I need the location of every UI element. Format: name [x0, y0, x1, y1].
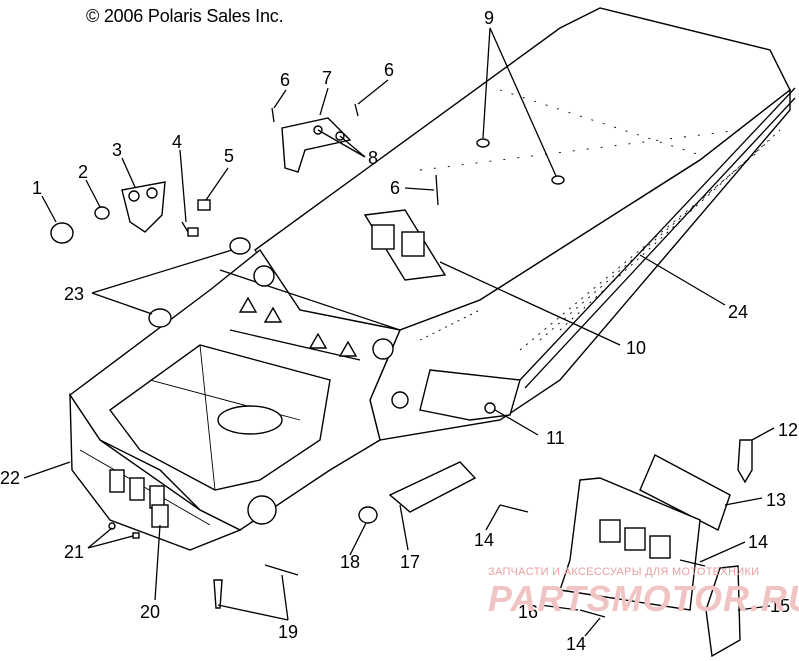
callout-13: 13 [766, 490, 786, 510]
callout-21: 21 [64, 542, 84, 562]
callout-22: 22 [0, 468, 20, 488]
callout-5: 5 [224, 146, 234, 166]
part-13-plate [639, 454, 731, 531]
callout-3: 3 [112, 140, 122, 160]
parts-upper-left [50, 103, 439, 328]
callout-6a: 6 [280, 70, 290, 90]
part-15-panel [705, 565, 741, 658]
part-20-latch [151, 504, 169, 528]
watermark-tagline: ЗАПЧАСТИ И АКСЕССУАРЫ ДЛЯ МОТОТЕХНИКИ [488, 566, 760, 578]
callout-23: 23 [64, 284, 84, 304]
part-21-rivet-a [108, 522, 116, 530]
callout-7: 7 [322, 68, 332, 88]
part-7-bracket [281, 117, 352, 173]
callout-11: 11 [546, 428, 565, 448]
callout-labels: 1 2 3 4 5 6 7 6 8 9 6 23 24 10 11 12 22 … [0, 8, 798, 654]
part-21-rivet-b [132, 532, 140, 539]
parts-lower-right [108, 439, 753, 658]
callout-4: 4 [172, 132, 182, 152]
callout-18: 18 [340, 552, 360, 572]
callout-14b: 14 [748, 532, 768, 552]
callout-14c: 14 [566, 634, 586, 654]
callout-8: 8 [368, 148, 378, 168]
tunnel-assembly [69, 7, 796, 551]
part-18-plug [358, 506, 378, 524]
part-12-pin [737, 439, 753, 484]
part-23-plug-a [229, 237, 251, 255]
callout-24: 24 [728, 302, 748, 322]
part-19-pin [213, 579, 223, 609]
callout-6c: 6 [390, 178, 400, 198]
part-17-pad [388, 461, 477, 513]
callout-20: 20 [140, 602, 160, 622]
copyright-notice: © 2006 Polaris Sales Inc. [86, 6, 284, 26]
part-1-grommet [50, 222, 74, 244]
callout-2: 2 [78, 162, 88, 182]
callout-19: 19 [278, 622, 298, 642]
callout-6b: 6 [384, 60, 394, 80]
callout-16: 16 [518, 602, 538, 622]
leader-lines [23, 27, 775, 637]
part-2-nut [94, 206, 110, 220]
callout-9: 9 [484, 8, 494, 28]
callout-10: 10 [626, 338, 646, 358]
watermark-logo: PARTSMOTOR.RU [488, 578, 799, 619]
callout-14a: 14 [474, 530, 494, 550]
part-5-bolt [197, 199, 211, 211]
rivet-pattern [419, 89, 781, 351]
callout-17: 17 [400, 552, 420, 572]
part-23-plug-b [148, 308, 172, 328]
callout-1: 1 [32, 178, 42, 198]
callout-12: 12 [778, 420, 798, 440]
callout-15: 15 [770, 596, 790, 616]
part-3-bracket [121, 181, 166, 233]
